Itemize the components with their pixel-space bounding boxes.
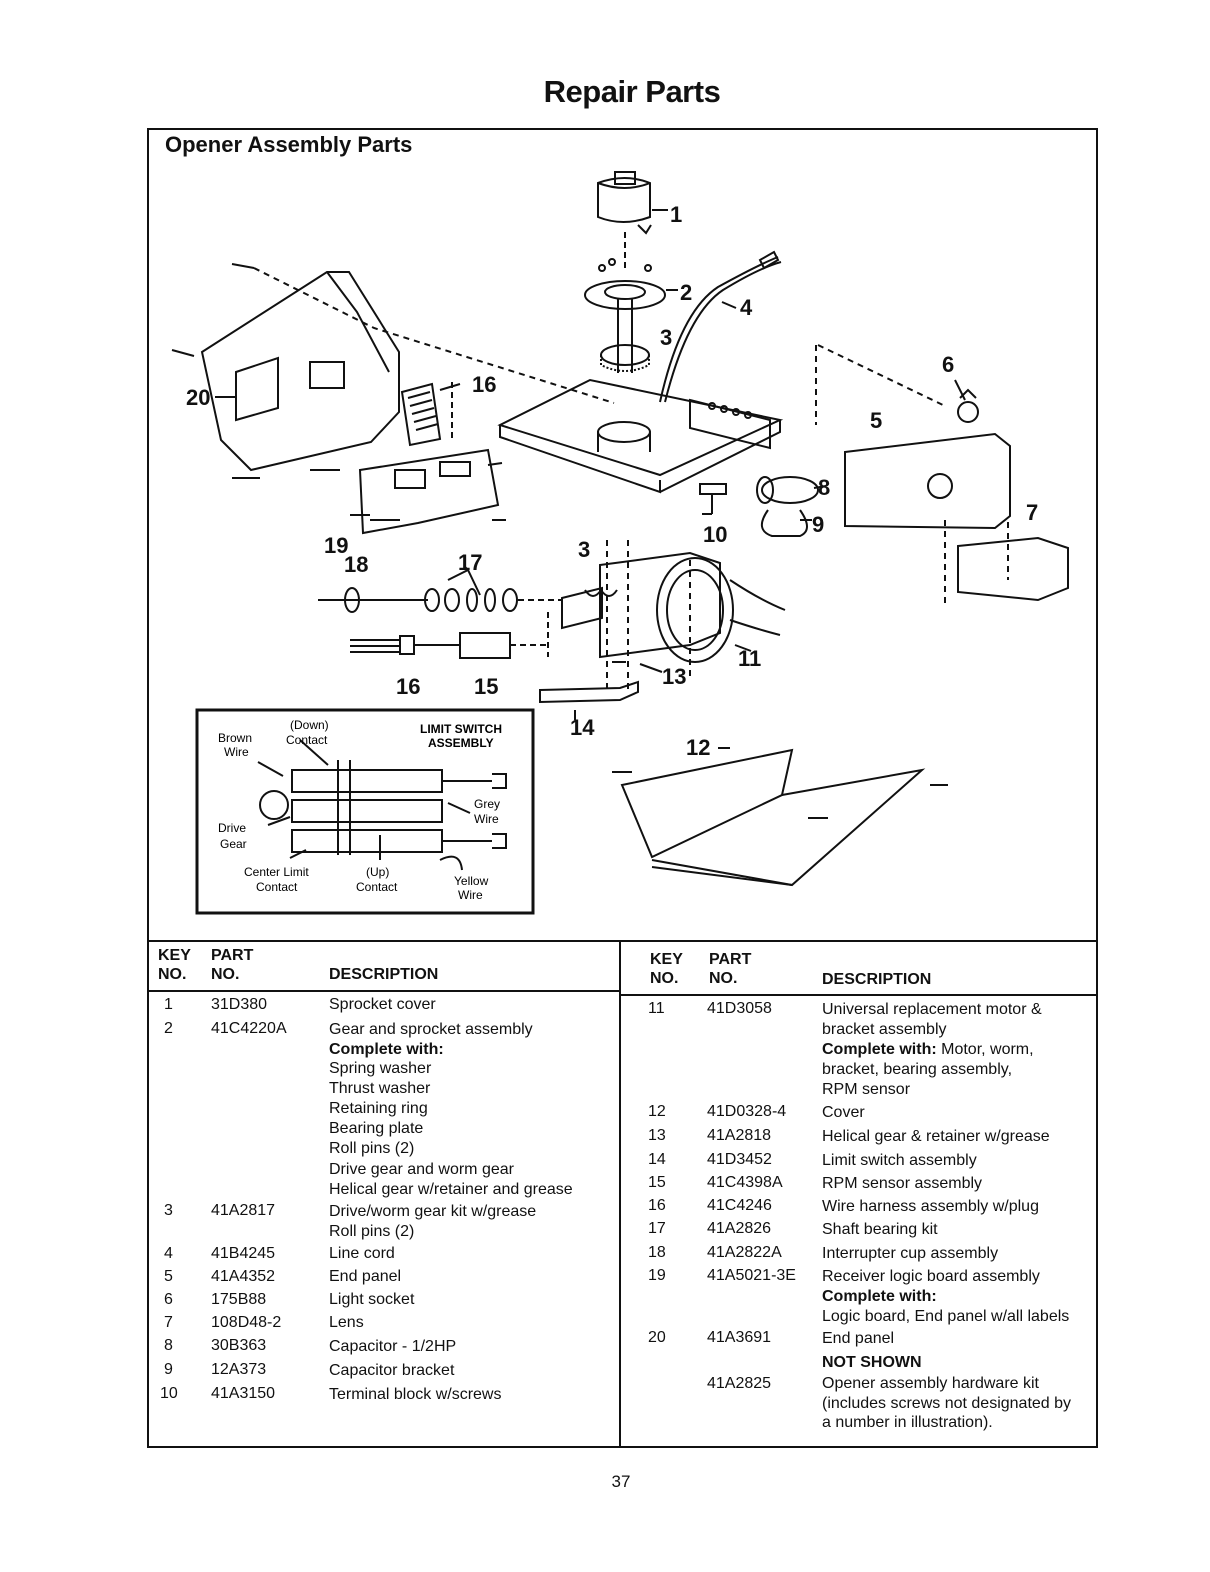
- svg-text:Wire: Wire: [458, 888, 483, 902]
- callout-20: 20: [186, 385, 210, 410]
- logic-board-drawing: [350, 448, 506, 535]
- svg-text:ASSEMBLY: ASSEMBLY: [428, 736, 494, 750]
- motor-drawing: [561, 540, 786, 690]
- table-header-rule-right: [621, 994, 1098, 996]
- exploded-diagram: 1 2 3 4 5 6 7 8 9 10 11 12 13 14 15 16 1…: [171, 171, 1069, 915]
- end-panel-right-drawing: [815, 344, 1011, 530]
- svg-text:(Up): (Up): [366, 865, 389, 879]
- page-number: 37: [611, 1472, 631, 1491]
- cover-drawing: [612, 747, 948, 887]
- svg-text:(Down): (Down): [290, 718, 329, 732]
- limit-switch-inset: (Down) Contact Brown Wire LIMIT SWITCH A…: [195, 708, 535, 915]
- terminal-block-drawing: [699, 483, 727, 515]
- callout-17: 17: [458, 550, 482, 575]
- callout-11: 11: [738, 646, 761, 671]
- svg-text:Brown: Brown: [218, 731, 252, 745]
- svg-text:Drive: Drive: [218, 821, 246, 835]
- svg-text:Gear: Gear: [220, 837, 247, 851]
- callout-15: 15: [474, 674, 498, 699]
- callout-1: 1: [670, 202, 682, 227]
- svg-text:Contact: Contact: [356, 880, 398, 894]
- callout-3: 3: [660, 325, 672, 350]
- callout-7: 7: [1026, 500, 1038, 525]
- rpm-sensor-drawing: [350, 612, 550, 659]
- chassis-drawing: [497, 378, 784, 494]
- wire-harness-drawing: [400, 382, 461, 447]
- callout-8: 8: [818, 475, 830, 500]
- table-top-rule: [147, 940, 1098, 942]
- end-panel-left-drawing: [200, 271, 400, 472]
- svg-text:Wire: Wire: [474, 812, 499, 826]
- callout-12: 12: [686, 735, 710, 760]
- svg-text:Contact: Contact: [256, 880, 298, 894]
- parts-frame: [147, 128, 1098, 1448]
- callout-3-motor: 3: [578, 537, 590, 562]
- callout-9: 9: [812, 512, 824, 537]
- svg-text:LIMIT SWITCH: LIMIT SWITCH: [420, 722, 502, 736]
- line-cord-drawing: [659, 250, 782, 403]
- section-title: Opener Assembly Parts: [165, 132, 413, 157]
- svg-text:Grey: Grey: [474, 797, 500, 811]
- callout-5: 5: [870, 408, 882, 433]
- svg-text:Contact: Contact: [286, 733, 328, 747]
- svg-text:Wire: Wire: [224, 745, 249, 759]
- light-socket-drawing: [954, 379, 979, 423]
- callout-2: 2: [680, 280, 692, 305]
- callout-19: 19: [324, 533, 348, 558]
- callout-14: 14: [570, 715, 595, 740]
- sprocket-cover-drawing: [597, 171, 668, 235]
- callout-4: 4: [740, 295, 753, 320]
- callout-16-bottom: 16: [396, 674, 420, 699]
- callout-16-top: 16: [472, 372, 496, 397]
- right-description-header: DESCRIPTION: [822, 971, 932, 988]
- page-title: Repair Parts: [543, 74, 721, 109]
- callout-13: 13: [662, 664, 686, 689]
- table-column-divider: [619, 940, 621, 1448]
- callout-18: 18: [344, 552, 368, 577]
- lens-drawing: [944, 520, 1069, 605]
- callout-6: 6: [942, 352, 954, 377]
- svg-text:Yellow: Yellow: [454, 874, 489, 888]
- callout-10: 10: [703, 522, 727, 547]
- capacitor-drawing: [756, 476, 827, 537]
- svg-text:Center Limit: Center Limit: [244, 865, 309, 879]
- gear-sprocket-drawing: [584, 232, 678, 373]
- left-description-header: DESCRIPTION: [329, 966, 439, 983]
- table-header-rule-left: [147, 990, 619, 992]
- bearings-drawing: [318, 565, 562, 613]
